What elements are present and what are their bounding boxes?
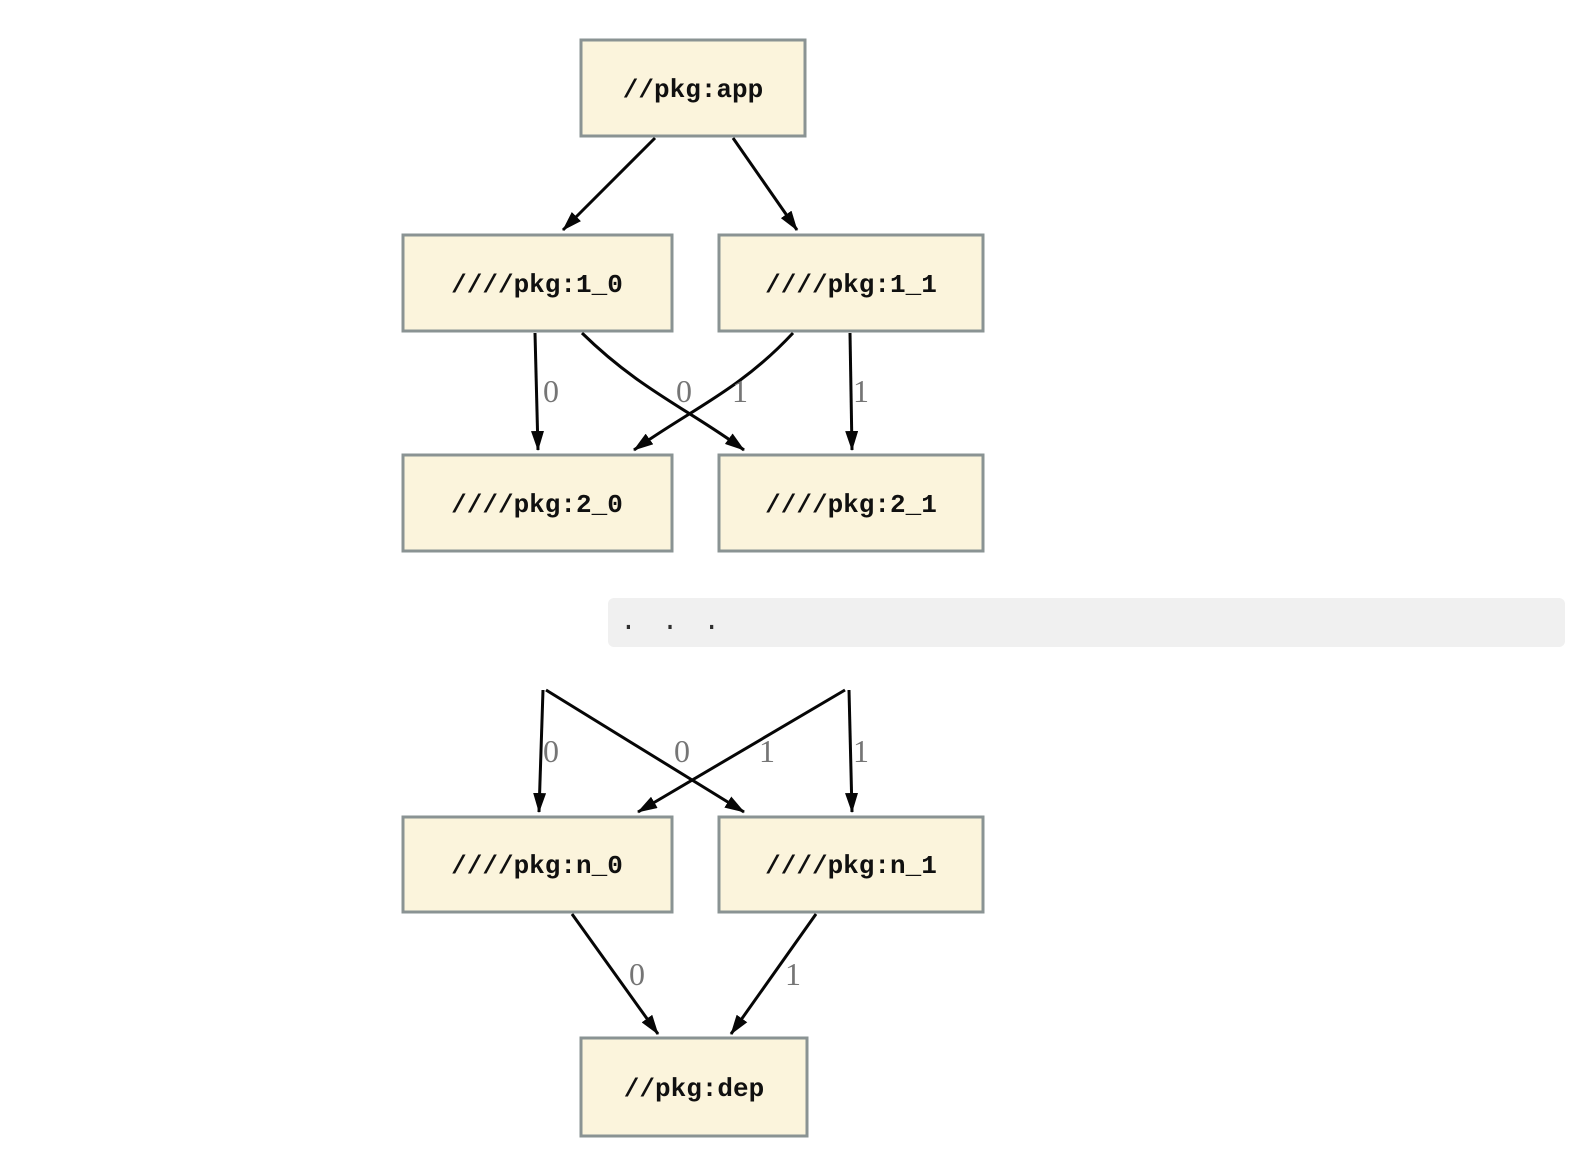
ellipsis-text: . . .: [620, 607, 725, 638]
node-pkg-2_0-label: ////pkg:2_0: [451, 490, 623, 520]
edge-app-to-1_0: [561, 136, 657, 232]
ellipsis-band: . . .: [608, 598, 1565, 647]
edge-dots-to-n_0-straight: [533, 689, 547, 813]
node-pkg-2_0: ////pkg:2_0: [401, 453, 674, 553]
edge-label-dots-to-n_0-left: 0: [543, 733, 559, 769]
edge-dots-to-n_1-cross: [545, 688, 745, 814]
edge-n_0-to-dep: [570, 913, 660, 1035]
node-dep: //pkg:dep: [579, 1036, 809, 1138]
node-pkg-n_0-box: [401, 815, 674, 914]
edge-label-1_1-to-2_1: 1: [853, 373, 869, 409]
node-app: //pkg:app: [579, 38, 807, 138]
edge-label-1_0-to-2_1: 1: [732, 373, 748, 409]
edge-label-1_0-to-2_0: 0: [543, 373, 559, 409]
node-pkg-n_0: ////pkg:n_0: [401, 815, 674, 914]
edge-dots-to-n_0-cross: [637, 688, 846, 814]
node-app-label: //pkg:app: [623, 75, 763, 105]
edge-label-dots-to-n_1-mid: 1: [759, 733, 775, 769]
edge-n_1-to-dep: [729, 913, 818, 1035]
node-pkg-2_0-box: [401, 453, 674, 553]
edge-app-to-1_1: [731, 137, 799, 231]
edge-1_1-to-2_1: [845, 332, 859, 451]
edge-label-dots-to-n_1-right: 1: [853, 733, 869, 769]
node-pkg-1_1-box: [717, 233, 985, 333]
node-dep-box: [579, 1036, 809, 1138]
node-pkg-1_0: ////pkg:1_0: [401, 233, 674, 333]
node-pkg-n_1-box: [717, 815, 985, 914]
edge-label-n_0-to-dep: 0: [629, 956, 645, 992]
edge-dots-to-n_1-straight: [845, 689, 859, 813]
node-pkg-n_1: ////pkg:n_1: [717, 815, 985, 914]
node-pkg-2_1-box: [717, 453, 985, 553]
node-pkg-1_1: ////pkg:1_1: [717, 233, 985, 333]
node-app-box: [579, 38, 807, 138]
node-pkg-1_0-label: ////pkg:1_0: [451, 270, 623, 300]
node-pkg-2_1: ////pkg:2_1: [717, 453, 985, 553]
node-pkg-1_0-box: [401, 233, 674, 333]
edges-lower: 0 0 1 1 0 1: [533, 688, 869, 1035]
edges-upper: 0 0 1 1: [531, 136, 869, 452]
node-pkg-n_1-label: ////pkg:n_1: [765, 851, 937, 881]
node-dep-label: //pkg:dep: [624, 1074, 764, 1104]
edge-1_0-to-2_0: [531, 332, 545, 451]
node-pkg-2_1-label: ////pkg:2_1: [765, 490, 937, 520]
edge-label-dots-to-n_0-mid: 0: [674, 733, 690, 769]
node-pkg-1_1-label: ////pkg:1_1: [765, 270, 937, 300]
edge-1_1-to-2_0: [633, 331, 795, 452]
edge-label-n_1-to-dep: 1: [785, 956, 801, 992]
edge-label-1_1-to-2_0: 0: [676, 373, 692, 409]
node-pkg-n_0-label: ////pkg:n_0: [451, 851, 623, 881]
edge-1_0-to-2_1: [580, 331, 745, 452]
